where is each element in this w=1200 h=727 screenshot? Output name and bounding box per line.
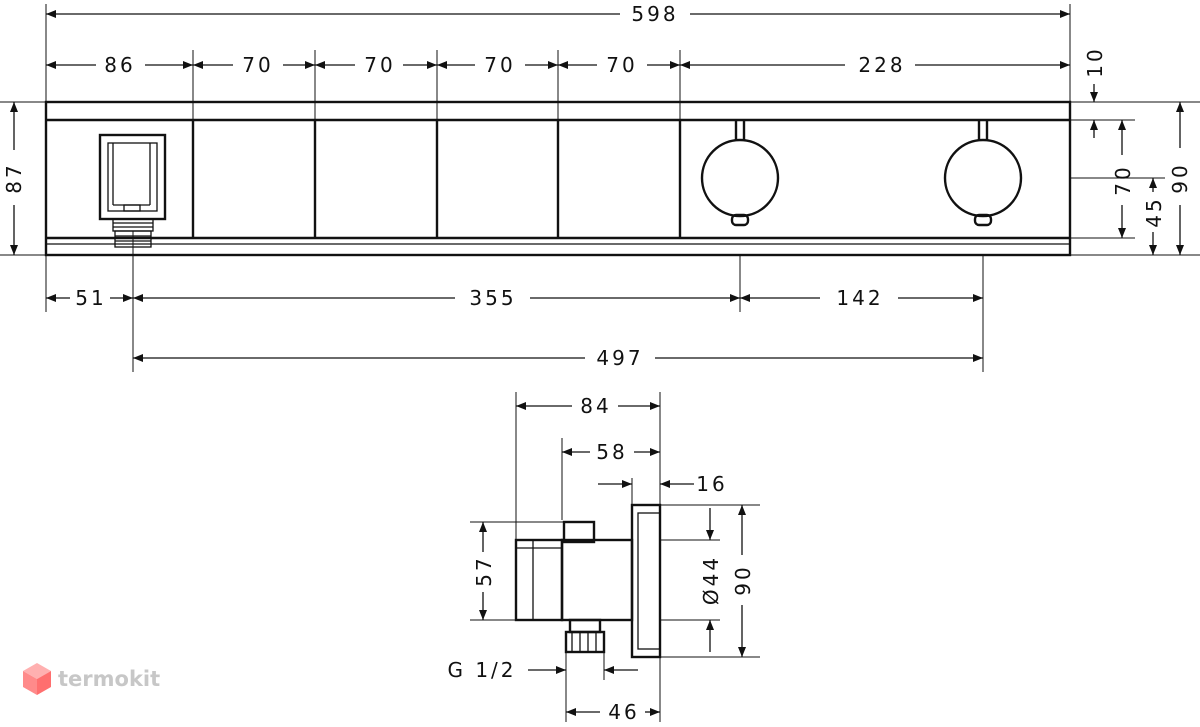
dim-side-57: 57	[472, 555, 496, 586]
dim-seg-5: 70	[606, 53, 637, 77]
side-body-main	[560, 538, 634, 622]
dim-seg-1: 86	[104, 53, 135, 77]
dim-seg-3: 70	[364, 53, 395, 77]
dim-height-right: 90	[1168, 162, 1192, 193]
dim-thread-label: G 1/2	[447, 658, 516, 682]
knob-left-icon	[700, 120, 780, 227]
dim-seg-4: 70	[484, 53, 515, 77]
dim-seg-2: 70	[242, 53, 273, 77]
dim-top-offset: 10	[1083, 46, 1107, 77]
dim-handle-center: 45	[1142, 196, 1166, 227]
dim-span-142: 142	[836, 286, 883, 310]
dim-span-355: 355	[469, 286, 516, 310]
dim-inner-height: 70	[1111, 164, 1135, 195]
hose-holder-icon	[98, 133, 167, 248]
dim-height-left: 87	[2, 162, 26, 193]
side-view: 84 58 16 57 Ø44 90 G 1/2 46	[447, 392, 760, 724]
side-holder-body	[514, 538, 564, 622]
dim-offset-51: 51	[75, 286, 106, 310]
dim-side-46: 46	[608, 700, 639, 724]
dim-side-16: 16	[696, 472, 727, 496]
dim-side-84: 84	[580, 394, 611, 418]
dim-side-58: 58	[596, 440, 627, 464]
front-view: 598 86 70 70 70 70 228 10 87 90	[0, 2, 1200, 372]
cube-logo-icon	[23, 663, 51, 695]
dim-overall-width: 598	[631, 2, 678, 26]
dim-span-497: 497	[596, 346, 643, 370]
dim-side-90: 90	[731, 564, 755, 595]
side-plate	[630, 503, 662, 659]
knob-right-icon	[943, 120, 1023, 227]
watermark: termokit	[22, 662, 160, 696]
watermark-text: termokit	[58, 667, 161, 691]
dim-seg-6: 228	[858, 53, 905, 77]
dim-side-dia-44: Ø44	[699, 555, 723, 605]
